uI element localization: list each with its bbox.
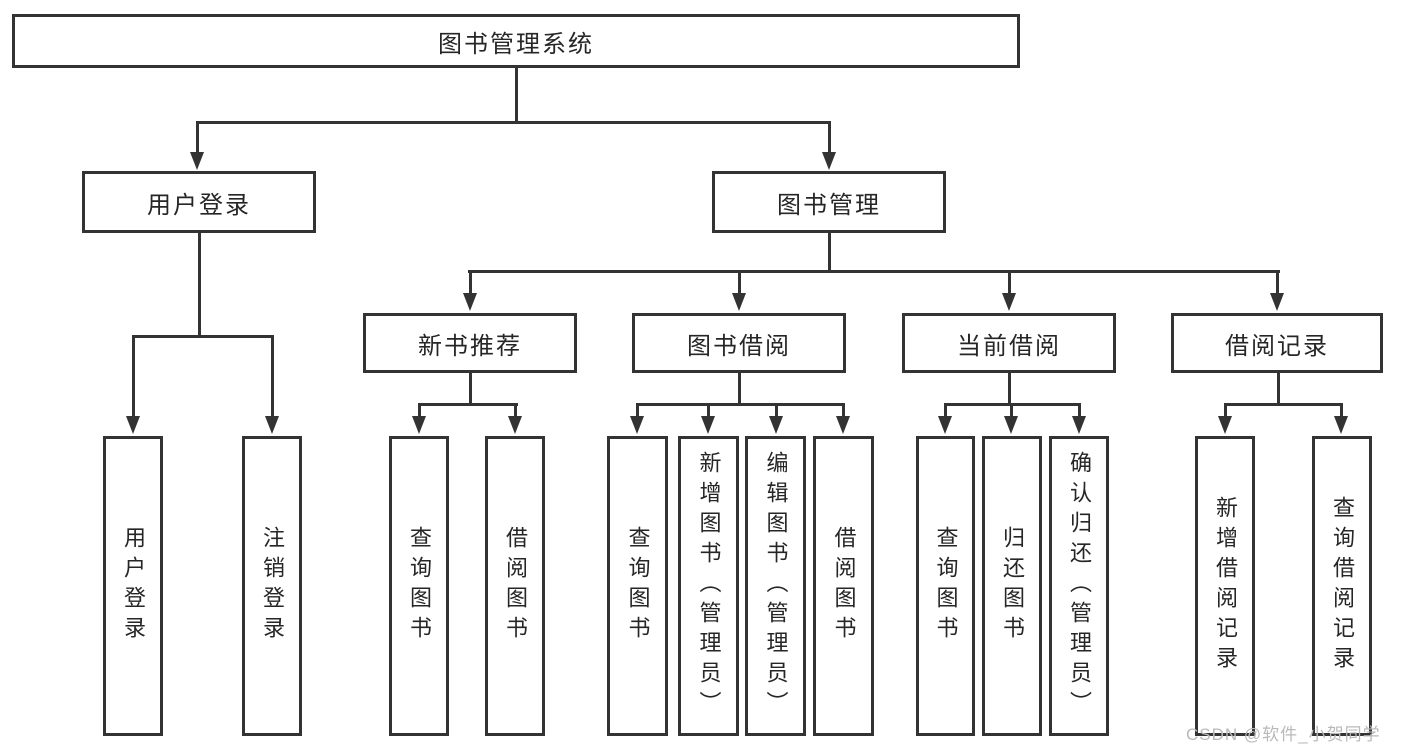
- node-label: 查询图书: [933, 526, 959, 646]
- connector-line: [514, 403, 517, 418]
- leaf-query-books-borrow: 查询图书: [607, 436, 668, 736]
- connector-line: [842, 403, 845, 418]
- connector-line: [738, 373, 741, 405]
- arrow-down-icon: [938, 416, 952, 434]
- arrow-down-icon: [126, 416, 140, 434]
- node-user-login: 用户登录: [82, 171, 316, 233]
- leaf-borrow-books-recommend: 借阅图书: [485, 436, 545, 736]
- node-label: 用户登录: [147, 191, 251, 219]
- node-book-borrowing: 图书借阅: [632, 313, 846, 373]
- leaf-return-books: 归还图书: [982, 436, 1042, 736]
- leaf-borrow-books: 借阅图书: [813, 436, 874, 736]
- node-label: 查询借阅记录: [1330, 496, 1355, 676]
- node-library-management-system: 图书管理系统: [12, 14, 1020, 68]
- connector-line: [132, 335, 274, 338]
- connector-line: [1224, 403, 1343, 406]
- connector-line: [944, 403, 947, 418]
- connector-line: [1010, 403, 1013, 418]
- arrow-down-icon: [190, 152, 204, 170]
- leaf-logout: 注销登录: [242, 436, 302, 736]
- arrow-down-icon: [1002, 293, 1016, 311]
- arrow-down-icon: [1004, 416, 1018, 434]
- leaf-query-borrow-record: 查询借阅记录: [1312, 436, 1372, 736]
- node-label: 注销登录: [260, 526, 285, 646]
- connector-line: [1078, 403, 1081, 418]
- leaf-query-books-current: 查询图书: [916, 436, 975, 736]
- node-label: 新增借阅记录: [1213, 496, 1238, 676]
- arrow-down-icon: [836, 416, 850, 434]
- connector-line: [1277, 373, 1280, 405]
- connector-line: [271, 335, 274, 417]
- node-label: 新书推荐: [418, 332, 522, 360]
- node-label: 用户登录: [121, 526, 146, 646]
- connector-line: [1276, 270, 1279, 295]
- node-label: 图书借阅: [687, 332, 791, 360]
- leaf-add-borrow-record: 新增借阅记录: [1195, 436, 1255, 736]
- connector-line: [828, 121, 831, 155]
- arrow-down-icon: [1218, 416, 1232, 434]
- arrow-down-icon: [1270, 293, 1284, 311]
- connector-line: [515, 68, 518, 123]
- leaf-edit-books-admin: 编辑图书（管理员）: [745, 436, 806, 736]
- connector-line: [1340, 403, 1343, 418]
- connector-line: [707, 403, 710, 418]
- arrow-down-icon: [265, 416, 279, 434]
- node-label: 归还图书: [1000, 526, 1025, 646]
- connector-line: [196, 121, 199, 155]
- connector-line: [469, 373, 472, 405]
- node-label: 借阅图书: [831, 526, 857, 646]
- node-new-book-recommendation: 新书推荐: [363, 313, 577, 373]
- connector-line: [197, 121, 831, 124]
- node-label: 借阅记录: [1225, 332, 1329, 360]
- connector-line: [418, 403, 518, 406]
- arrow-down-icon: [463, 293, 477, 311]
- arrow-down-icon: [1072, 416, 1086, 434]
- arrow-down-icon: [1334, 416, 1348, 434]
- node-label: 当前借阅: [957, 332, 1061, 360]
- node-label: 图书管理系统: [438, 30, 594, 58]
- leaf-user-login: 用户登录: [103, 436, 163, 736]
- arrow-down-icon: [822, 152, 836, 170]
- node-label: 新增图书（管理员）: [696, 451, 722, 721]
- connector-line: [198, 233, 201, 337]
- connector-line: [132, 335, 135, 417]
- arrow-down-icon: [769, 416, 783, 434]
- connector-line: [828, 233, 831, 272]
- connector-line: [418, 403, 421, 418]
- connector-line: [1008, 373, 1011, 405]
- connector-line: [738, 270, 741, 295]
- arrow-down-icon: [630, 416, 644, 434]
- node-borrowing-records: 借阅记录: [1171, 313, 1383, 373]
- arrow-down-icon: [508, 416, 522, 434]
- leaf-query-books-recommend: 查询图书: [389, 436, 449, 736]
- leaf-add-books-admin: 新增图书（管理员）: [678, 436, 739, 736]
- node-current-borrowing: 当前借阅: [902, 313, 1116, 373]
- arrow-down-icon: [732, 293, 746, 311]
- connector-line: [1008, 270, 1011, 295]
- node-label: 查询图书: [625, 526, 651, 646]
- connector-line: [636, 403, 639, 418]
- connector-line: [468, 270, 1280, 273]
- connector-line: [636, 403, 845, 406]
- leaf-confirm-return-admin: 确认归还（管理员）: [1049, 436, 1109, 736]
- arrow-down-icon: [701, 416, 715, 434]
- node-label: 确认归还（管理员）: [1067, 451, 1092, 721]
- node-book-management: 图书管理: [712, 171, 946, 233]
- connector-line: [469, 270, 472, 295]
- connector-line: [1224, 403, 1227, 418]
- arrow-down-icon: [412, 416, 426, 434]
- node-label: 查询图书: [407, 526, 432, 646]
- node-label: 借阅图书: [503, 526, 528, 646]
- node-label: 图书管理: [777, 191, 881, 219]
- csdn-watermark: CSDN @软件_小贺同学: [1186, 725, 1381, 744]
- connector-line: [775, 403, 778, 418]
- node-label: 编辑图书（管理员）: [763, 451, 789, 721]
